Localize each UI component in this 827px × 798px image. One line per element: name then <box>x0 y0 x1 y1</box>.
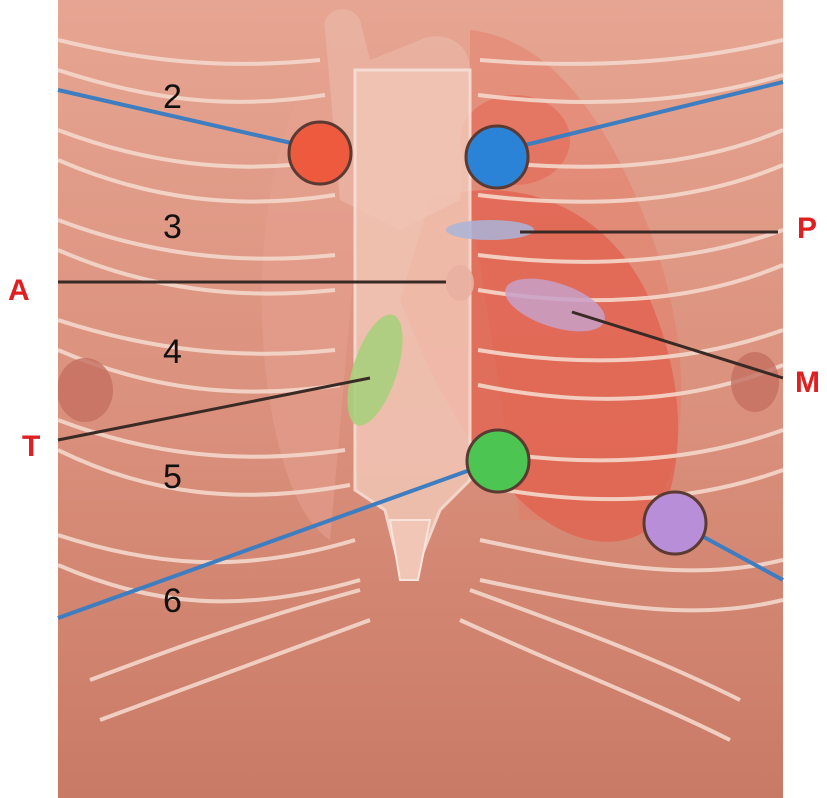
rib-number-2: 2 <box>163 78 182 116</box>
erbs-point-dot <box>467 430 529 492</box>
right-nipple <box>57 358 113 422</box>
mitral-area-dot <box>644 492 706 554</box>
pulmonary-valve-shape <box>446 220 534 240</box>
sternum <box>355 70 470 570</box>
rib-number-4: 4 <box>163 333 182 371</box>
pulmonic-area-dot <box>466 126 528 188</box>
valve-label-pulmonary: P <box>797 212 817 245</box>
aortic-valve-shape <box>446 265 474 301</box>
valve-label-tricuspid: T <box>22 430 40 463</box>
valve-label-mitral: M <box>795 366 820 399</box>
rib-number-5: 5 <box>163 458 182 496</box>
left-nipple <box>731 352 779 412</box>
rib-number-3: 3 <box>163 208 182 246</box>
rib-number-6: 6 <box>163 582 182 620</box>
aortic-area-dot <box>289 122 351 184</box>
chest-illustration <box>57 0 783 798</box>
valve-label-aortic: A <box>8 274 30 307</box>
